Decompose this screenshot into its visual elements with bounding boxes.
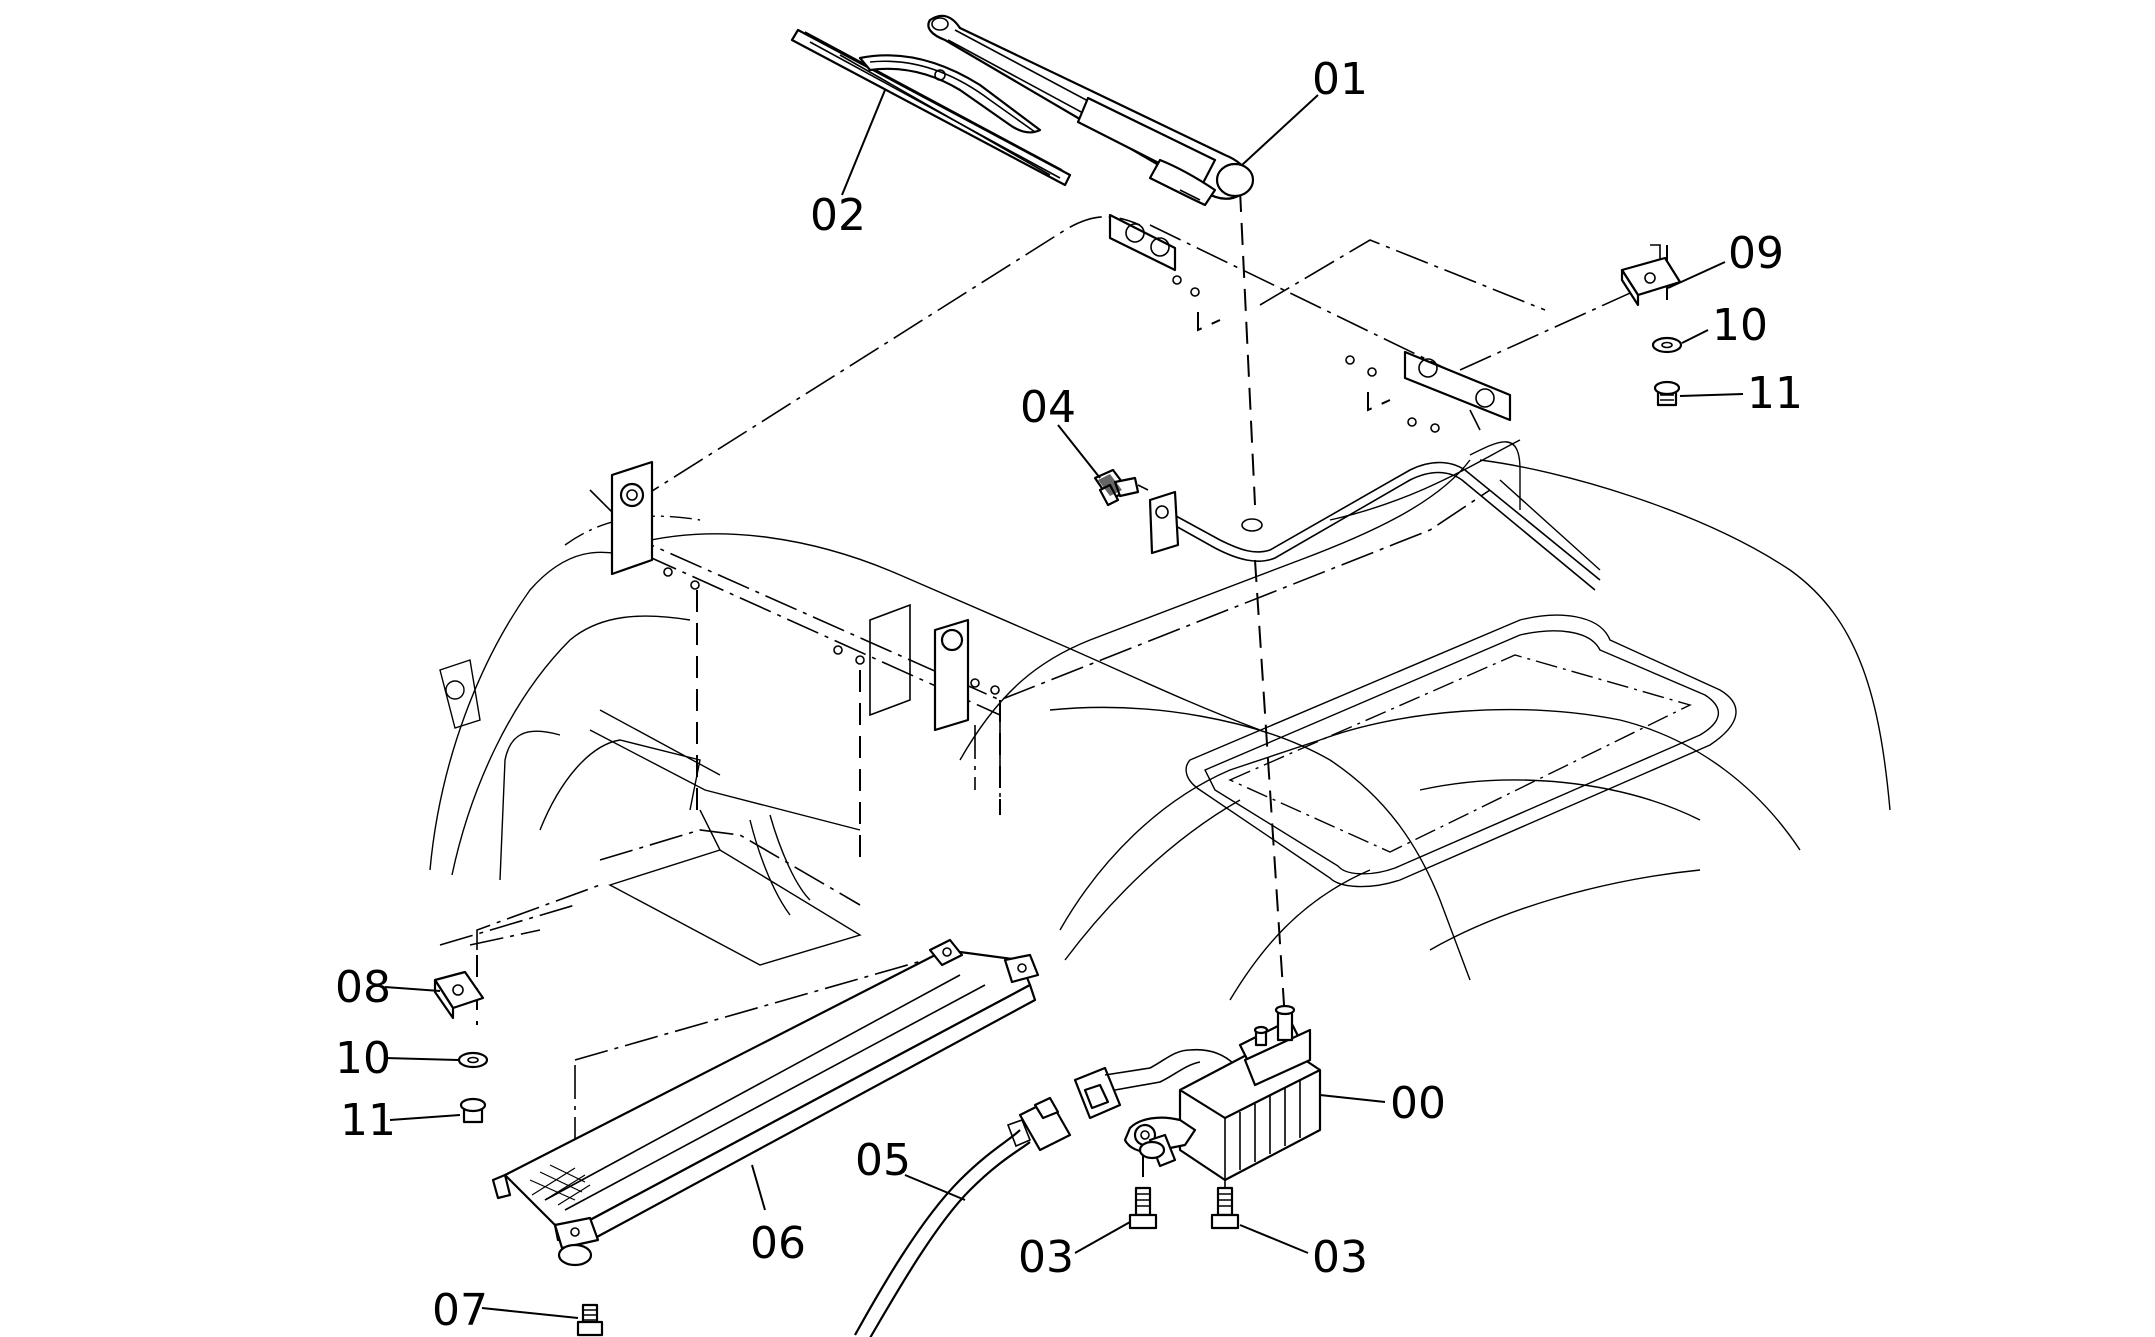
callout-05: 05 [855, 1135, 911, 1186]
phantom-panels [439, 239, 1671, 946]
callout-00: 00 [1390, 1078, 1446, 1129]
washer-nozzle [1093, 468, 1149, 507]
screw-03-right [1210, 1180, 1240, 1230]
callout-01: 01 [1312, 54, 1368, 105]
washer-right [1651, 336, 1683, 354]
callout-04: 04 [1020, 382, 1076, 433]
screw-07 [576, 1303, 604, 1337]
callout-10-right: 10 [1712, 300, 1768, 351]
wiper-arm [927, 14, 1255, 207]
assembly-guides [476, 189, 1668, 1195]
screw-03-left [1128, 1155, 1158, 1230]
callout-03-right: 03 [1312, 1232, 1368, 1283]
bracket-right [1620, 256, 1682, 307]
wiper-blade [790, 28, 1072, 187]
cab-outline [429, 439, 1891, 1001]
callout-09: 09 [1728, 228, 1784, 279]
washer-left [457, 1051, 489, 1069]
bolt-right [1653, 380, 1681, 407]
roof-frame [589, 213, 1601, 800]
callout-11-right: 11 [1747, 368, 1803, 419]
callout-02: 02 [810, 190, 866, 241]
bolt-left [459, 1097, 487, 1124]
wiper-motor [1073, 1004, 1322, 1182]
callout-06: 06 [750, 1218, 806, 1269]
callout-08: 08 [335, 962, 391, 1013]
bracket-left [433, 970, 485, 1020]
callout-03-left: 03 [1018, 1232, 1074, 1283]
callout-labels: 01 02 09 10 11 04 08 10 11 05 06 00 03 0… [335, 54, 1803, 1336]
callout-10-left: 10 [335, 1033, 391, 1084]
wire-harness [854, 1096, 1072, 1337]
callout-11-left: 11 [340, 1095, 396, 1146]
leader-lines [384, 89, 1744, 1319]
motor-cover [491, 938, 1040, 1267]
callout-07: 07 [432, 1285, 488, 1336]
